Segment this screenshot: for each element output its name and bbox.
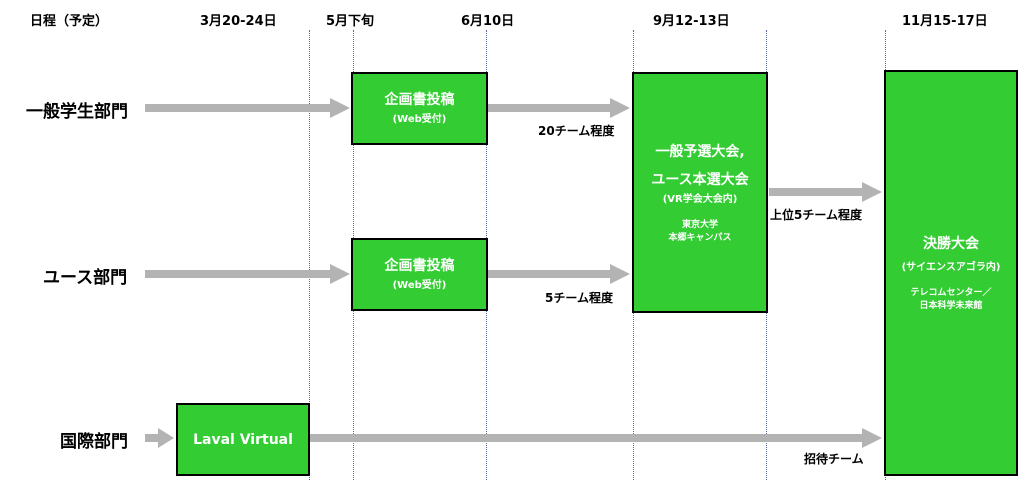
final-venue1: テレコムセンター／	[910, 288, 992, 298]
proposal-title: 企画書投稿	[384, 91, 455, 108]
arrow-laval-to-final	[310, 428, 882, 448]
proposal-box-general: 企画書投稿 (Web受付)	[351, 72, 488, 145]
note-top-teams: 上位5チーム程度	[770, 208, 862, 222]
laval-title: Laval Virtual	[193, 431, 293, 448]
arrow-youth-to-preliminary	[488, 264, 630, 284]
date-mar: 3月20-24日	[200, 14, 277, 29]
note-invited-teams: 招待チーム	[804, 452, 864, 466]
preliminary-line1: 一般予選大会,	[655, 143, 745, 160]
proposal-sub: (Web受付)	[392, 113, 447, 125]
arrow-intl-to-laval	[145, 428, 174, 448]
final-title: 決勝大会	[923, 236, 979, 252]
proposal-sub: (Web受付)	[392, 279, 447, 291]
note-youth-teams: 5チーム程度	[545, 291, 613, 305]
date-jun10: 6月10日	[461, 14, 515, 29]
preliminary-venue2: 本郷キャンパス	[668, 232, 732, 243]
preliminary-venue1: 東京大学	[681, 219, 718, 230]
date-sep: 9月12-13日	[653, 14, 730, 29]
proposal-title: 企画書投稿	[384, 257, 455, 274]
date-nov: 11月15-17日	[902, 14, 988, 29]
divider-line	[309, 30, 310, 480]
preliminary-box: 一般予選大会, ユース本選大会 (VR学会大会内) 東京大学 本郷キャンパス	[632, 72, 768, 313]
schedule-label: 日程（予定）	[30, 14, 109, 29]
laval-box: Laval Virtual	[176, 403, 310, 476]
date-late-may: 5月下旬	[326, 14, 375, 29]
preliminary-line2: ユース本選大会	[651, 171, 749, 188]
final-box: 決勝大会 (サイエンスアゴラ内) テレコムセンター／ 日本科学未来館	[884, 70, 1018, 476]
row-label-international: 国際部門	[60, 432, 128, 452]
proposal-box-youth: 企画書投稿 (Web受付)	[351, 238, 488, 311]
final-sub: (サイエンスアゴラ内)	[901, 262, 1001, 273]
note-general-teams: 20チーム程度	[538, 124, 615, 138]
row-label-general: 一般学生部門	[26, 102, 128, 122]
arrow-youth-to-proposal	[145, 264, 350, 284]
arrow-general-to-proposal	[145, 98, 350, 118]
arrow-preliminary-to-final	[769, 182, 882, 202]
row-label-youth: ユース部門	[43, 268, 128, 288]
final-venue2: 日本科学未来館	[919, 301, 983, 311]
preliminary-sub: (VR学会大会内)	[662, 193, 738, 205]
arrow-general-to-preliminary	[488, 98, 630, 118]
